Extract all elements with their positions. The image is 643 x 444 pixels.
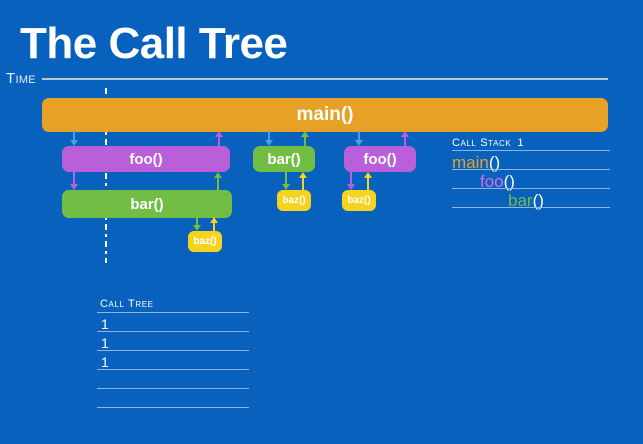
call-tree-row: 1 (101, 316, 109, 332)
page-title: The Call Tree (20, 19, 288, 68)
call-tree-separator (97, 350, 249, 351)
call-stack-entry-parens: () (503, 172, 515, 191)
call-tree-title: Call Tree (100, 298, 154, 310)
call-stack-title: Call Stack 1 (452, 138, 524, 149)
time-cursor-line (105, 88, 107, 263)
call-tree-separator (97, 369, 249, 370)
call-stack-entry-name: foo (480, 172, 504, 191)
call-stack-separator (452, 169, 610, 170)
call-tree-separator (97, 388, 249, 389)
call-tree-row: 1 (101, 335, 109, 351)
call-stack-separator (452, 207, 610, 208)
call-stack-title-text: Call Stack (452, 137, 512, 149)
timeline-bar-main: main() (42, 98, 608, 132)
timeline-bar-foo: foo() (344, 146, 416, 172)
call-stack-entry-name: main (452, 153, 489, 172)
call-stack-entry-bar: bar() (508, 192, 544, 209)
timeline-bar-baz: baz() (342, 190, 376, 211)
timeline-bar-bar: bar() (253, 146, 315, 172)
call-tree-separator (97, 407, 249, 408)
call-stack-badge: 1 (517, 137, 525, 149)
time-axis-rule (42, 78, 608, 80)
timeline-bar-bar: bar() (62, 190, 232, 218)
call-stack-entry-parens: () (532, 191, 544, 210)
call-tree-separator (97, 312, 249, 313)
timeline-bar-foo: foo() (62, 146, 230, 172)
call-stack-entry-foo: foo() (480, 173, 515, 190)
call-tree-row: 1 (101, 354, 109, 370)
call-stack-entry-name: bar (508, 191, 533, 210)
call-stack-entry-parens: () (488, 153, 501, 172)
call-stack-separator (452, 150, 610, 151)
call-stack-separator (452, 188, 610, 189)
call-tree-separator (97, 331, 249, 332)
timeline-bar-baz: baz() (277, 190, 311, 211)
call-stack-entry-main: main() (452, 154, 500, 171)
time-axis-label: Time (6, 70, 36, 87)
timeline-bar-baz: baz() (188, 231, 222, 252)
